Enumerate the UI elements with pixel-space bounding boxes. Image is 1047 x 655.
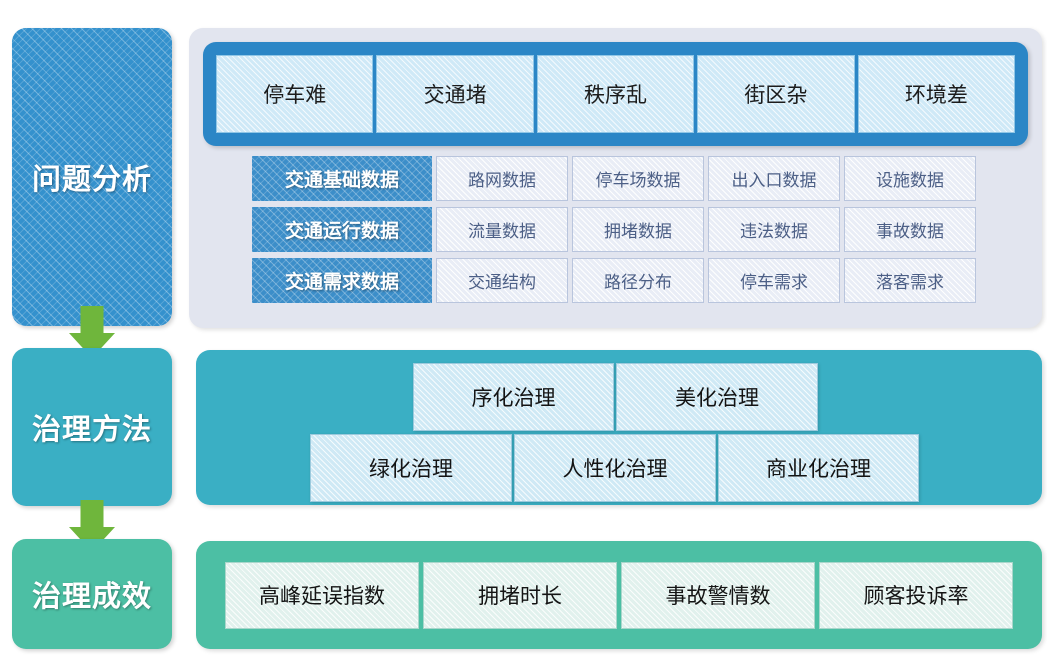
data-cell-label: 停车场数据: [595, 171, 681, 190]
data-row-demand: 交通需求数据 交通结构 路径分布 停车需求 落客需求: [252, 258, 976, 303]
issue-item-block-clutter[interactable]: 街区杂: [697, 55, 855, 133]
data-row-header-operation[interactable]: 交通运行数据: [252, 207, 432, 252]
method-item-orderly[interactable]: 序化治理: [413, 363, 614, 431]
data-cell[interactable]: 流量数据: [436, 207, 568, 252]
data-cell[interactable]: 路网数据: [436, 156, 568, 201]
outcome-item-label: 高峰延误指数: [259, 585, 385, 608]
outcome-item-peak-delay-index[interactable]: 高峰延误指数: [225, 561, 419, 629]
data-cell-label: 拥堵数据: [604, 222, 672, 241]
data-row-header-demand[interactable]: 交通需求数据: [252, 258, 432, 303]
outcome-item-customer-complaint-rate[interactable]: 顾客投诉率: [819, 561, 1013, 629]
data-cell-label: 路径分布: [604, 273, 672, 292]
governance-outcome-panel: 高峰延误指数 拥堵时长 事故警情数 顾客投诉率: [196, 541, 1042, 649]
data-cell[interactable]: 出入口数据: [708, 156, 840, 201]
data-cell[interactable]: 拥堵数据: [572, 207, 704, 252]
data-cell-label: 停车需求: [740, 273, 808, 292]
data-cell-label: 出入口数据: [731, 171, 817, 190]
data-cell-label: 落客需求: [876, 273, 944, 292]
issue-item-congestion[interactable]: 交通堵: [376, 55, 534, 133]
data-cell[interactable]: 设施数据: [844, 156, 976, 201]
outcome-item-label: 拥堵时长: [478, 585, 562, 608]
issue-item-label: 交通堵: [423, 84, 487, 107]
method-item-humanize[interactable]: 人性化治理: [514, 434, 716, 502]
data-category-grid: 交通基础数据 路网数据 停车场数据 出入口数据 设施数据 交通运行数据 流量数据: [252, 156, 976, 303]
data-row-header-label: 交通基础数据: [284, 170, 399, 191]
data-row-basic: 交通基础数据 路网数据 停车场数据 出入口数据 设施数据: [252, 156, 976, 201]
method-item-label: 绿化治理: [369, 458, 453, 481]
issue-item-disorder[interactable]: 秩序乱: [536, 55, 695, 133]
issue-item-parking[interactable]: 停车难: [216, 55, 374, 133]
data-row-header-label: 交通运行数据: [284, 221, 399, 242]
issue-item-label: 秩序乱: [584, 84, 648, 107]
method-item-label: 序化治理: [471, 387, 556, 410]
data-cell-label: 事故数据: [876, 222, 944, 241]
stage-label-problem-analysis[interactable]: 问题分析: [12, 28, 172, 326]
data-cell-label: 设施数据: [876, 171, 944, 190]
stage-label-governance-method[interactable]: 治理方法: [12, 348, 172, 506]
data-cell-label: 路网数据: [468, 171, 536, 190]
data-row-header-basic[interactable]: 交通基础数据: [252, 156, 432, 201]
data-cell-label: 交通结构: [468, 273, 536, 292]
data-cell[interactable]: 事故数据: [844, 207, 976, 252]
stage-label-text: 治理方法: [31, 414, 152, 446]
method-item-greening[interactable]: 绿化治理: [310, 434, 512, 502]
data-row-operation: 交通运行数据 流量数据 拥堵数据 违法数据 事故数据: [252, 207, 976, 252]
data-cell[interactable]: 路径分布: [572, 258, 704, 303]
data-cell[interactable]: 停车需求: [708, 258, 840, 303]
issue-item-label: 停车难: [263, 84, 327, 107]
data-cell-label: 违法数据: [740, 222, 808, 241]
issue-item-label: 街区杂: [744, 84, 808, 107]
data-cell[interactable]: 停车场数据: [572, 156, 704, 201]
outcome-item-label: 事故警情数: [665, 585, 771, 608]
issue-item-label: 环境差: [904, 84, 968, 107]
data-cell-label: 流量数据: [468, 222, 536, 241]
data-cell[interactable]: 交通结构: [436, 258, 568, 303]
method-item-beautify[interactable]: 美化治理: [616, 363, 818, 431]
method-item-label: 美化治理: [675, 387, 759, 410]
outcome-item-accident-alarm-count[interactable]: 事故警情数: [621, 561, 815, 629]
stage-label-text: 治理成效: [31, 581, 152, 613]
outcome-item-label: 顾客投诉率: [863, 585, 969, 608]
method-item-label: 人性化治理: [562, 458, 668, 481]
data-cell[interactable]: 落客需求: [844, 258, 976, 303]
outcome-item-congestion-duration[interactable]: 拥堵时长: [423, 561, 617, 629]
method-item-commercialize[interactable]: 商业化治理: [718, 434, 919, 502]
data-row-header-label: 交通需求数据: [284, 272, 399, 293]
method-item-label: 商业化治理: [766, 458, 871, 481]
stage-label-text: 问题分析: [31, 164, 152, 196]
data-cell[interactable]: 违法数据: [708, 207, 840, 252]
issue-item-poor-environment[interactable]: 环境差: [857, 55, 1016, 133]
issue-list-bar: 停车难 交通堵 秩序乱 街区杂 环境差: [203, 42, 1028, 146]
stage-label-governance-outcome[interactable]: 治理成效: [12, 539, 172, 649]
